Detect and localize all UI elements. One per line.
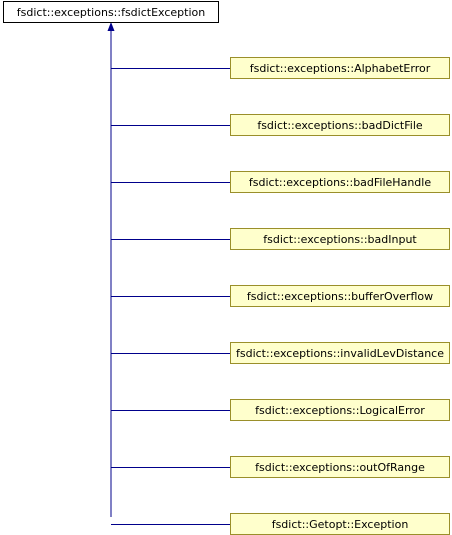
derived-class-node[interactable]: fsdict::exceptions::badFileHandle — [230, 171, 450, 193]
derived-class-label: fsdict::exceptions::AlphabetError — [249, 61, 431, 75]
derived-class-node[interactable]: fsdict::exceptions::LogicalError — [230, 399, 450, 421]
derived-class-label: fsdict::exceptions::badInput — [263, 232, 417, 246]
derived-class-label: fsdict::exceptions::outOfRange — [255, 460, 425, 474]
base-class-label: fsdict::exceptions::fsdictException — [16, 5, 206, 19]
derived-class-node[interactable]: fsdict::exceptions::AlphabetError — [230, 57, 450, 79]
derived-class-node[interactable]: fsdict::Getopt::Exception — [230, 513, 450, 535]
inheritance-arrowhead — [107, 22, 115, 31]
derived-class-label: fsdict::exceptions::bufferOverflow — [246, 289, 434, 303]
derived-class-label: fsdict::exceptions::LogicalError — [255, 403, 425, 417]
derived-class-label: fsdict::exceptions::badFileHandle — [248, 175, 432, 189]
derived-class-node[interactable]: fsdict::exceptions::outOfRange — [230, 456, 450, 478]
derived-class-label: fsdict::exceptions::badDictFile — [257, 118, 423, 132]
derived-class-label: fsdict::exceptions::invalidLevDistance — [235, 346, 444, 360]
derived-class-node[interactable]: fsdict::exceptions::invalidLevDistance — [230, 342, 450, 364]
base-class-node[interactable]: fsdict::exceptions::fsdictException — [3, 1, 219, 23]
derived-class-label: fsdict::Getopt::Exception — [271, 517, 409, 531]
derived-class-node[interactable]: fsdict::exceptions::badDictFile — [230, 114, 450, 136]
derived-class-node[interactable]: fsdict::exceptions::badInput — [230, 228, 450, 250]
derived-class-node[interactable]: fsdict::exceptions::bufferOverflow — [230, 285, 450, 307]
